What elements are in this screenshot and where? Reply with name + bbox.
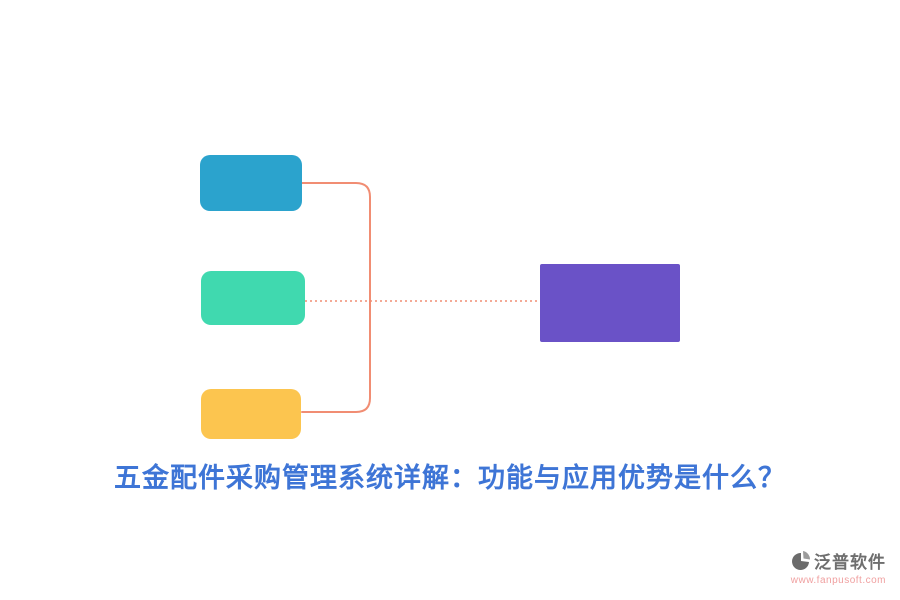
bracket-connector bbox=[301, 182, 371, 413]
node-topic-1 bbox=[200, 155, 302, 211]
page-title: 五金配件采购管理系统详解：功能与应用优势是什么？ bbox=[114, 463, 786, 494]
logo-company-name: 泛普软件 bbox=[814, 553, 886, 572]
pie-chart-logo-icon bbox=[790, 550, 810, 572]
node-summary bbox=[540, 264, 680, 342]
logo-website: www.fanpusoft.com bbox=[790, 575, 886, 586]
node-topic-2 bbox=[201, 271, 305, 325]
node-topic-3 bbox=[201, 389, 301, 439]
fanpu-logo: 泛普软件 www.fanpusoft.com bbox=[790, 548, 886, 586]
